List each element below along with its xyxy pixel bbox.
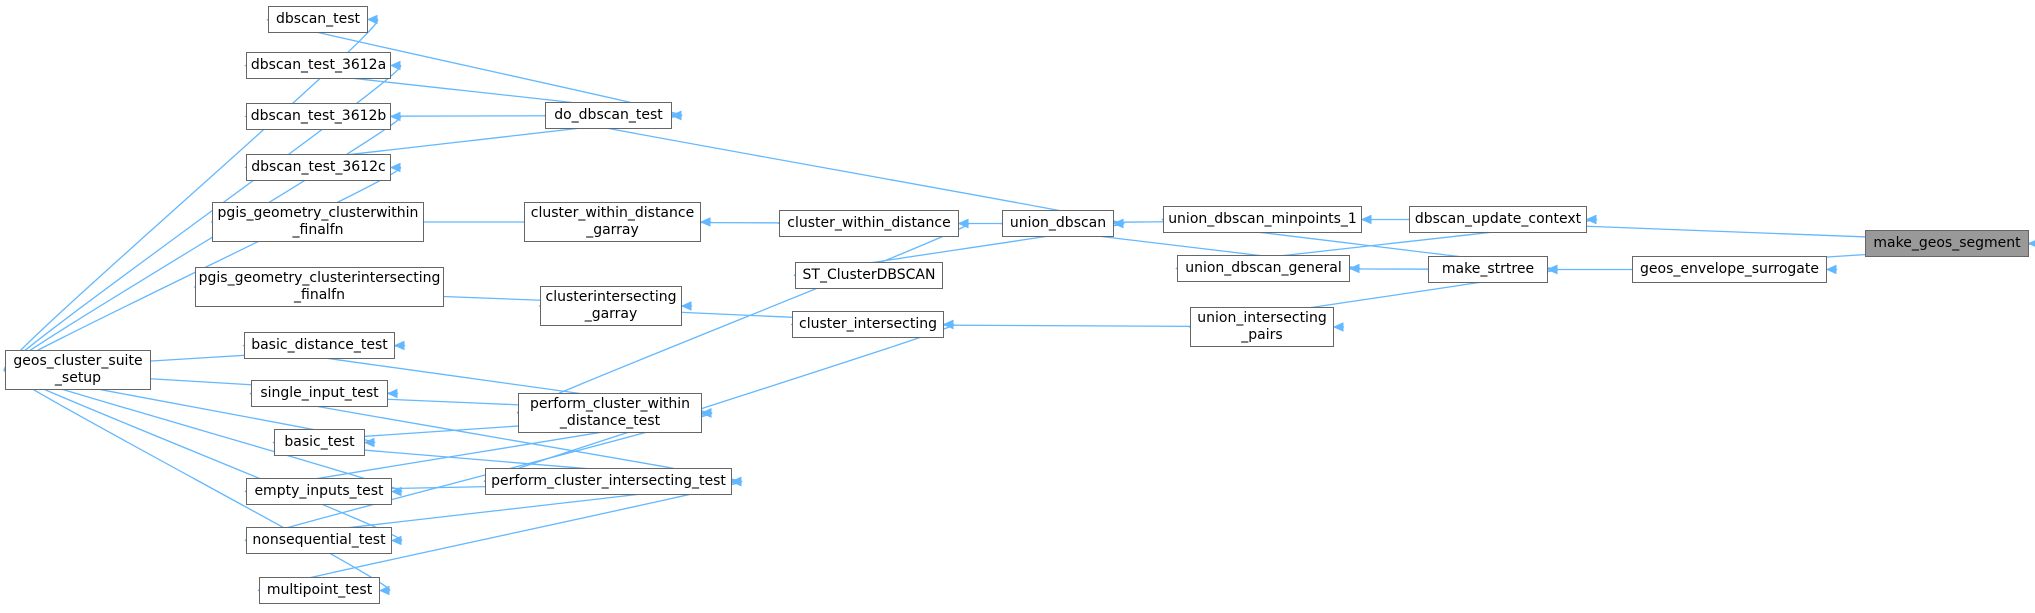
- node-empty-inputs-test[interactable]: empty_inputs_test: [246, 478, 392, 505]
- arrowhead-geos-cluster-suite-setup-to-nonsequential-test: [390, 535, 402, 546]
- arrowhead-geos-cluster-suite-setup-to-multipoint-test: [378, 585, 390, 596]
- arrowhead-geos-cluster-suite-setup-to-basic-distance-test: [393, 340, 405, 351]
- node-union-intersecting-pairs[interactable]: union_intersecting _pairs: [1190, 307, 1334, 347]
- arrowhead-geos-cluster-suite-setup-to-basic-test: [363, 437, 375, 448]
- arrowhead-nonsequential-test-to-perform-cluster-within-distance-test: [700, 408, 712, 418]
- arrowhead-geos-cluster-suite-setup-to-dbscan-test-3612a: [389, 60, 401, 71]
- node-union-dbscan[interactable]: union_dbscan: [1002, 210, 1114, 237]
- node-geos-cluster-suite-setup[interactable]: geos_cluster_suite _setup: [5, 350, 151, 390]
- node-pgis-geometry-clusterintersecting-finalfn[interactable]: pgis_geometry_clusterintersecting _final…: [195, 267, 444, 307]
- arrowhead-pgis-geometry-clusterintersecting-finalfn-to-clusterintersecting-garray: [680, 301, 692, 311]
- arrowhead-make-strtree-to-geos-envelope-surrogate: [1825, 264, 1837, 275]
- arrowhead-perform-cluster-intersecting-test-to-cluster-intersecting: [942, 319, 954, 330]
- arrowhead-geos-cluster-suite-setup-to-dbscan-test-3612b: [389, 111, 401, 122]
- node-cluster-within-distance[interactable]: cluster_within_distance: [779, 210, 959, 237]
- node-clusterintersecting-garray[interactable]: clusterintersecting _garray: [540, 286, 682, 326]
- arrowhead-geos-cluster-suite-setup-to-dbscan-test-3612c: [389, 162, 401, 173]
- node-dbscan-test-3612b[interactable]: dbscan_test_3612b: [246, 103, 391, 130]
- arrowhead-union-dbscan-general-to-dbscan-update-context: [1585, 214, 1597, 225]
- node-nonsequential-test[interactable]: nonsequential_test: [246, 527, 392, 554]
- arrowhead-geos-cluster-suite-setup-to-empty-inputs-test: [390, 486, 402, 497]
- node-dbscan-test-3612a[interactable]: dbscan_test_3612a: [246, 52, 391, 79]
- node-do-dbscan-test[interactable]: do_dbscan_test: [545, 102, 672, 129]
- arrowhead-st-clusterdbscan-to-union-dbscan: [1112, 218, 1124, 229]
- arrowhead-geos-cluster-suite-setup-to-single-input-test: [386, 388, 398, 399]
- node-multipoint-test[interactable]: multipoint_test: [259, 577, 380, 604]
- node-single-input-test[interactable]: single_input_test: [251, 380, 388, 407]
- node-basic-distance-test[interactable]: basic_distance_test: [244, 332, 395, 359]
- node-perform-cluster-intersecting-test[interactable]: perform_cluster_intersecting_test: [485, 468, 732, 495]
- node-cluster-within-distance-garray[interactable]: cluster_within_distance _garray: [524, 202, 701, 242]
- arrowhead-cluster-intersecting-to-union-intersecting-pairs: [1332, 322, 1344, 332]
- arrowhead-perform-cluster-within-distance-test-to-cluster-within-distance: [957, 218, 969, 229]
- arrowhead-union-intersecting-pairs-to-make-strtree: [1546, 264, 1558, 275]
- node-st-clusterdbscan[interactable]: ST_ClusterDBSCAN: [795, 262, 943, 289]
- node-basic-test[interactable]: basic_test: [274, 429, 365, 456]
- node-union-dbscan-minpoints-1[interactable]: union_dbscan_minpoints_1: [1163, 206, 1362, 233]
- arrowhead-pgis-geometry-clusterwithin-finalfn-to-cluster-within-distance-garray: [699, 217, 711, 227]
- node-perform-cluster-within-distance-test[interactable]: perform_cluster_within _distance_test: [518, 393, 702, 433]
- node-geos-envelope-surrogate[interactable]: geos_envelope_surrogate: [1632, 256, 1827, 283]
- arrowhead-union-dbscan-to-union-dbscan-minpoints-1: [1360, 214, 1372, 225]
- node-dbscan-test[interactable]: dbscan_test: [268, 6, 368, 33]
- node-dbscan-update-context[interactable]: dbscan_update_context: [1409, 206, 1587, 233]
- arrowhead-union-dbscan-to-union-dbscan-general: [1348, 263, 1360, 274]
- arrowhead-geos-envelope-surrogate-to-make-geos-segment: [2027, 240, 2035, 247]
- node-cluster-intersecting[interactable]: cluster_intersecting: [792, 311, 944, 338]
- node-make-geos-segment: make_geos_segment: [1865, 230, 2029, 257]
- node-pgis-geometry-clusterwithin-finalfn[interactable]: pgis_geometry_clusterwithin _finalfn: [212, 202, 424, 242]
- node-union-dbscan-general[interactable]: union_dbscan_general: [1177, 255, 1350, 282]
- arrowhead-dbscan-test-3612c-to-do-dbscan-test: [670, 110, 682, 121]
- node-make-strtree[interactable]: make_strtree: [1428, 256, 1548, 283]
- node-dbscan-test-3612c[interactable]: dbscan_test_3612c: [246, 154, 391, 181]
- arrowhead-geos-cluster-suite-setup-to-dbscan-test: [366, 14, 378, 25]
- arrowhead-multipoint-test-to-perform-cluster-intersecting-test: [730, 476, 742, 487]
